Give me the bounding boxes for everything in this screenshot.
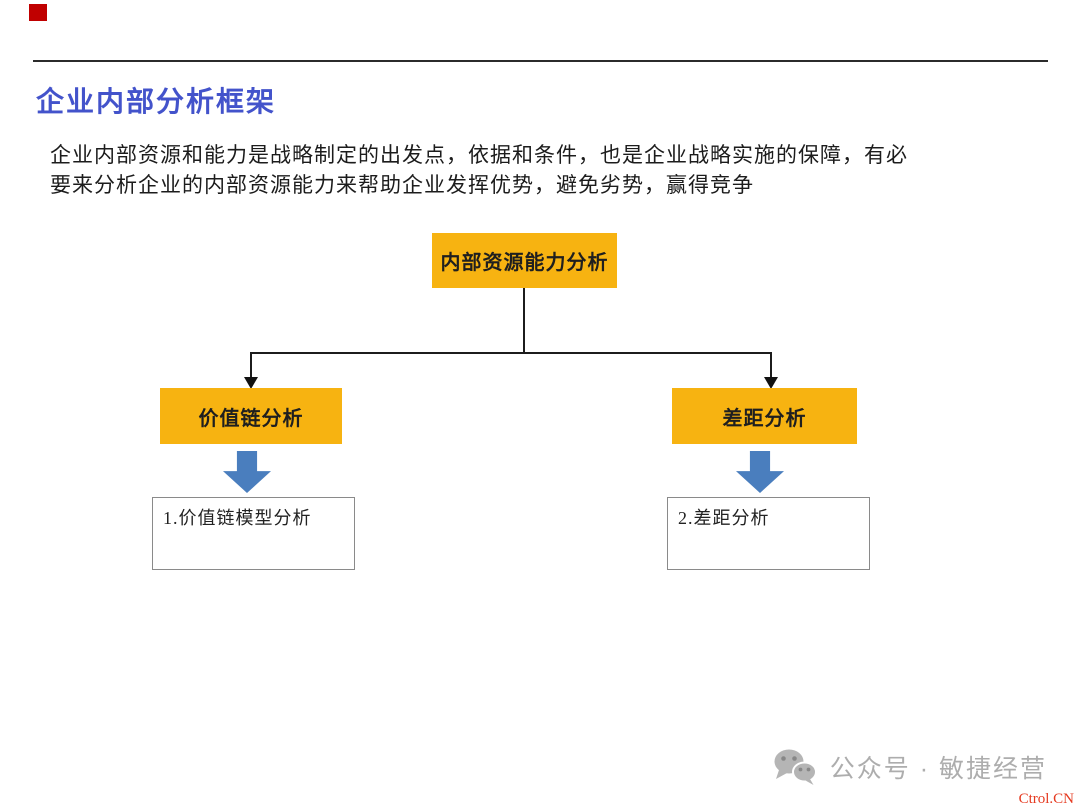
diagram-left-branch-node: 价值链分析 [160,388,342,444]
page-title: 企业内部分析框架 [36,87,277,118]
connector-horizontal [250,352,772,354]
arrowhead-right-icon [764,377,778,389]
corner-accent-square [29,4,47,21]
connector-left-vertical [250,352,252,379]
title-divider [33,60,1048,62]
diagram-left-detail-box: 1.价值链模型分析 [152,497,355,570]
watermark-text: Ctrol.CN [1018,791,1074,807]
wechat-account-label: 公众号 · 敏捷经营 [829,755,1047,783]
arrowhead-left-icon [244,377,258,389]
intro-line-2: 要来分析企业的内部资源能力来帮助企业发挥优势，避免劣势，赢得竞争 [50,173,754,197]
diagram-right-detail-box: 2.差距分析 [667,497,870,570]
down-arrow-right-icon [736,451,784,493]
down-arrow-left-icon [223,451,271,493]
connector-right-vertical [770,352,772,379]
diagram-root-node: 内部资源能力分析 [432,233,617,288]
intro-paragraph: 企业内部资源和能力是战略制定的出发点，依据和条件，也是企业战略实施的保障，有必 … [50,140,1010,200]
diagram-right-branch-node: 差距分析 [672,388,857,444]
footer-brand: 公众号 · 敏捷经营 [772,748,1047,786]
connector-root-vertical [523,288,525,353]
intro-line-1: 企业内部资源和能力是战略制定的出发点，依据和条件，也是企业战略实施的保障，有必 [50,143,908,167]
wechat-icon [772,748,818,786]
